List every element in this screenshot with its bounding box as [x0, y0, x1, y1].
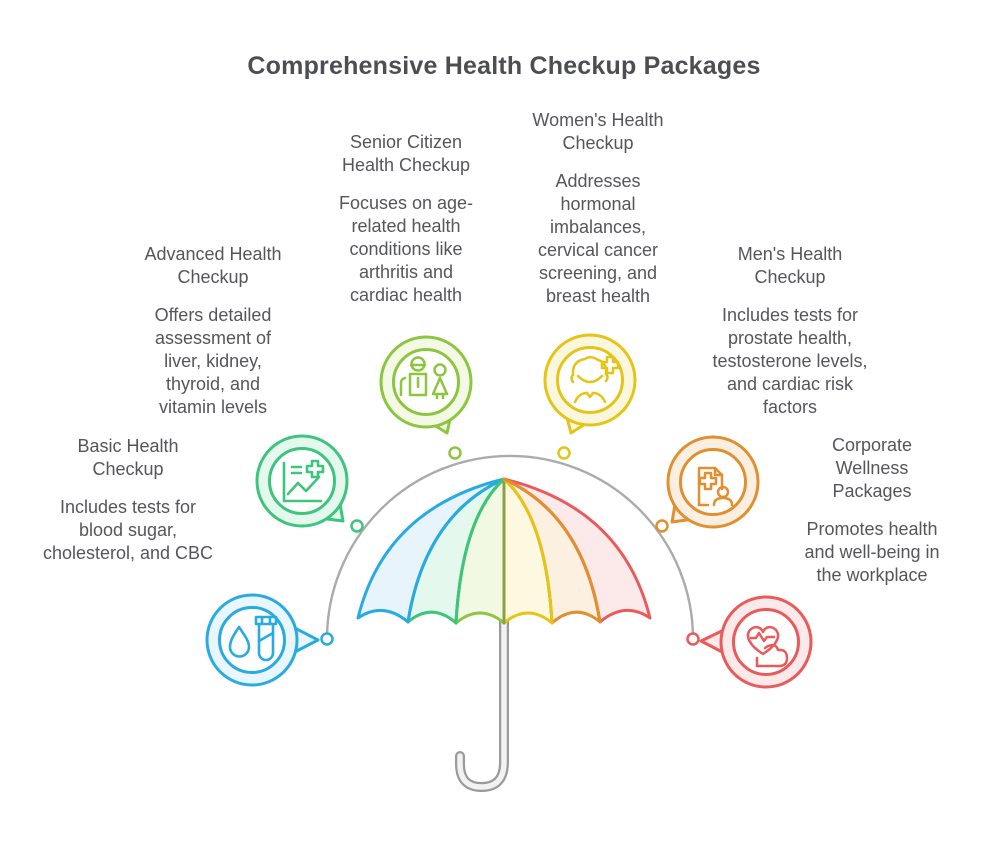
bubble-advanced — [255, 434, 349, 528]
package-senior-description: Focuses on age-related health conditions… — [338, 193, 474, 305]
umbrella-rib — [502, 477, 554, 625]
bubble-senior — [379, 335, 473, 435]
package-advanced: Advanced Health Checkup Offers detailed … — [123, 243, 303, 419]
umbrella-handle — [455, 612, 509, 793]
node-men — [655, 519, 669, 533]
node-senior — [448, 446, 462, 460]
page-title: Comprehensive Health Checkup Packages — [247, 52, 761, 80]
node-advanced — [350, 519, 364, 533]
package-advanced-title: Advanced Health Checkup — [144, 244, 282, 287]
health-report-chart-icon — [282, 459, 325, 503]
package-senior-title: Senior Citizen Health Checkup — [341, 132, 471, 175]
package-basic-title: Basic Health Checkup — [77, 436, 179, 479]
node-women — [557, 446, 571, 460]
package-basic: Basic Health Checkup Includes tests for … — [30, 435, 226, 565]
bubble-corporate — [699, 595, 813, 689]
heart-pulse-bicep-icon — [746, 625, 789, 668]
arc-nodes — [320, 446, 700, 646]
umbrella-rib — [406, 477, 506, 624]
woman-medical-cross-icon — [570, 355, 620, 404]
node-basic — [320, 632, 334, 646]
bubble-men — [666, 435, 760, 529]
package-men-description: Includes tests for prostate health, test… — [712, 305, 868, 417]
package-men-title: Men's Health Checkup — [737, 244, 843, 287]
package-senior: Senior Citizen Health Checkup Focuses on… — [324, 131, 488, 307]
package-corporate-title: Corporate Wellness Packages — [831, 435, 913, 501]
package-women-description: Addresses hormonal imbalances, cervical … — [537, 171, 659, 306]
umbrella-canopy — [356, 477, 652, 625]
medical-record-person-icon — [697, 466, 734, 507]
bubble-basic — [205, 593, 320, 687]
bubble-women — [543, 333, 637, 435]
elderly-couple-icon — [399, 356, 449, 400]
package-men: Men's Health Checkup Includes tests for … — [699, 243, 881, 419]
package-basic-description: Includes tests for blood sugar, choleste… — [42, 497, 214, 563]
umbrella-rib — [502, 477, 602, 624]
package-corporate-description: Promotes health and well-being in the wo… — [804, 519, 940, 585]
package-women-title: Women's Health Checkup — [532, 110, 664, 153]
node-corporate — [686, 632, 700, 646]
umbrella-rib — [454, 477, 506, 625]
package-corporate: Corporate Wellness Packages Promotes hea… — [787, 434, 957, 587]
connector-arc — [325, 454, 695, 640]
blood-drop-test-tube-icon — [228, 615, 278, 662]
package-women: Women's Health Checkup Addresses hormona… — [518, 109, 678, 308]
package-advanced-description: Offers detailed assessment of liver, kid… — [154, 305, 272, 417]
